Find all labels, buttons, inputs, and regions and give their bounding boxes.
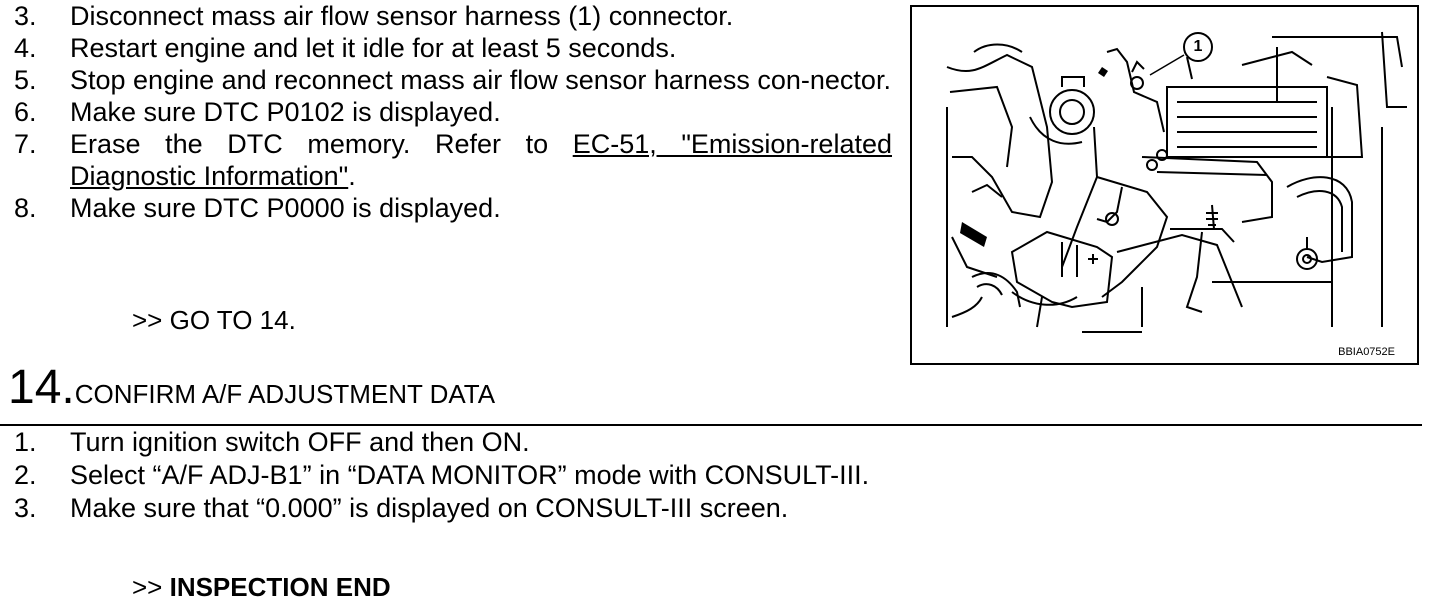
- step-item: 4. Restart engine and let it idle for at…: [0, 32, 892, 64]
- step-item: 5. Stop engine and reconnect mass air fl…: [0, 64, 892, 96]
- step-text: Make sure DTC P0000 is displayed.: [70, 193, 501, 223]
- inspection-end-prefix: >>: [132, 572, 170, 602]
- step-number: 3.: [14, 1, 37, 31]
- engine-drawing: [946, 31, 1407, 333]
- step-text-tail: .: [348, 161, 356, 191]
- emission-diagnostic-info-link[interactable]: EC-51, "Emission-related Diagnostic Info…: [70, 129, 892, 191]
- step-text: Make sure that “0.000” is displayed on C…: [70, 493, 789, 523]
- step-item: 3. Make sure that “0.000” is displayed o…: [0, 492, 1100, 525]
- engine-illustration: 1 BBIA0752E: [910, 5, 1419, 365]
- section-divider: [0, 424, 1422, 426]
- step-number: 7.: [14, 129, 37, 159]
- step-number: 5.: [14, 65, 37, 95]
- callout-circle: [1183, 32, 1213, 62]
- step-item: 2. Select “A/F ADJ-B1” in “DATA MONITOR”…: [0, 459, 1100, 492]
- step-number: 8.: [14, 193, 37, 223]
- step-text: Turn ignition switch OFF and then ON.: [70, 427, 530, 457]
- step-text: Make sure DTC P0102 is displayed.: [70, 97, 501, 127]
- step-number: 6.: [14, 97, 37, 127]
- step-number: 4.: [14, 33, 37, 63]
- step-item: 3. Disconnect mass air flow sensor harne…: [0, 0, 892, 32]
- step-item: 8. Make sure DTC P0000 is displayed.: [0, 192, 892, 224]
- step-text: Restart engine and let it idle for at le…: [70, 33, 677, 63]
- section-heading: 14.CONFIRM A/F ADJUSTMENT DATA: [8, 362, 495, 414]
- step-text-lead: Erase the DTC memory. Refer to: [70, 129, 573, 159]
- step-number: 1.: [14, 427, 37, 457]
- section-number: 14.: [8, 361, 75, 414]
- step-item: 6. Make sure DTC P0102 is displayed.: [0, 96, 892, 128]
- step-number: 2.: [14, 460, 37, 490]
- section-title: CONFIRM A/F ADJUSTMENT DATA: [74, 379, 496, 409]
- step-text: Stop engine and reconnect mass air flow …: [70, 65, 891, 95]
- step-text: Select “A/F ADJ-B1” in “DATA MONITOR” mo…: [70, 460, 870, 490]
- procedure-steps-top: 3. Disconnect mass air flow sensor harne…: [0, 0, 892, 224]
- inspection-end: >> INSPECTION END: [132, 572, 391, 602]
- step-item: 1. Turn ignition switch OFF and then ON.: [0, 426, 1100, 459]
- figure-id: BBIA0752E: [1338, 346, 1395, 358]
- procedure-steps-bottom: 1. Turn ignition switch OFF and then ON.…: [0, 426, 1100, 525]
- callout-label: 1: [1193, 38, 1203, 55]
- step-item: 7. Erase the DTC memory. Refer to EC-51,…: [0, 128, 892, 192]
- inspection-end-label: INSPECTION END: [169, 572, 391, 602]
- step-text: Disconnect mass air flow sensor harness …: [70, 1, 734, 31]
- step-number: 3.: [14, 493, 37, 523]
- goto-next-step: >> GO TO 14.: [132, 305, 296, 335]
- step-text: Erase the DTC memory. Refer to EC-51, "E…: [70, 128, 892, 192]
